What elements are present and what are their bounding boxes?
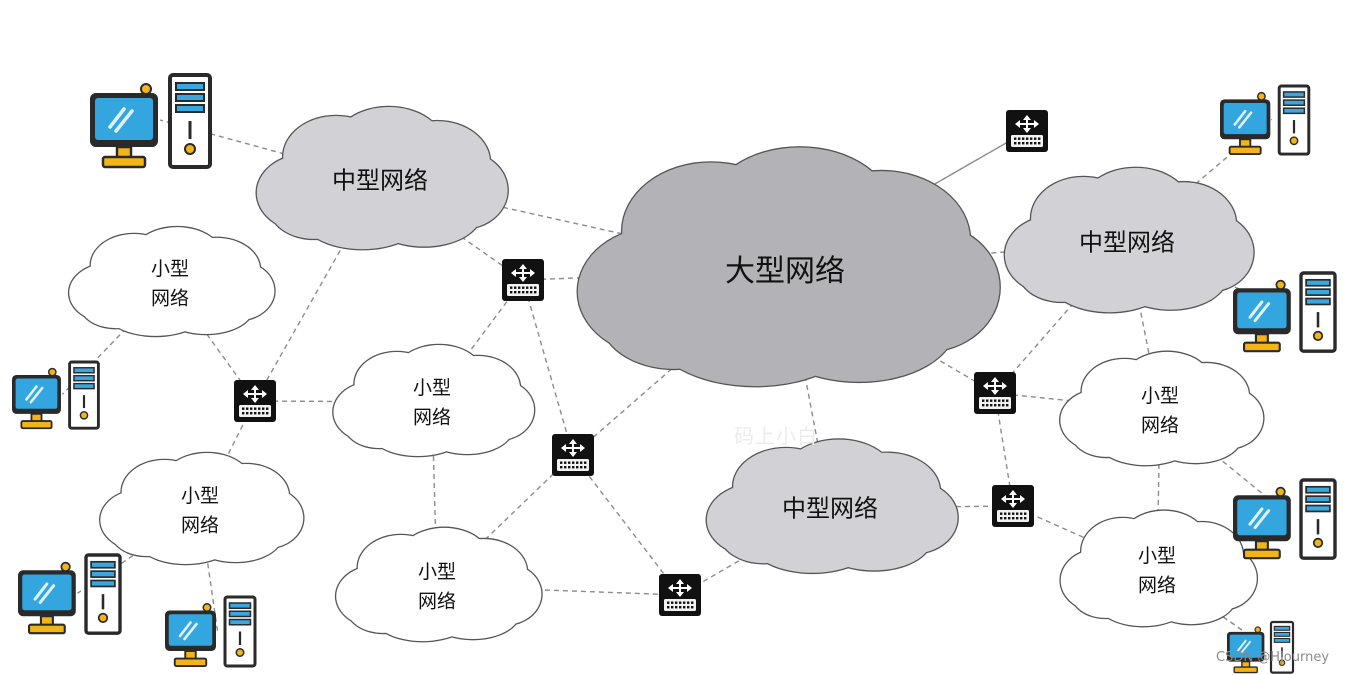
computer-icon (12, 360, 100, 430)
computer-icon (90, 73, 212, 169)
watermark-text: 码上小白 (734, 424, 818, 448)
cloud-s6-label-1: 小型 (1138, 545, 1176, 567)
routers-layer (234, 110, 1048, 616)
router-icon (552, 434, 594, 476)
cloud-s3-label-2: 网络 (181, 515, 219, 537)
link-m2-r4 (994, 241, 1128, 394)
cloud-s5-label-1: 小型 (1141, 385, 1179, 407)
cloud-big-label-1: 大型网络 (725, 254, 845, 289)
computer-icon (18, 553, 122, 635)
computer-icon (1220, 84, 1311, 156)
credit-text: CSDN @HJourney (1216, 650, 1330, 665)
cloud-s4-label-1: 小型 (418, 561, 456, 583)
router-icon (992, 485, 1034, 527)
cloud-m1: 中型网络 (255, 105, 509, 251)
cloud-s4-label-2: 网络 (418, 591, 456, 613)
computers-layer (12, 73, 1337, 674)
router-icon (1006, 110, 1048, 152)
cloud-s3-label-1: 小型 (181, 485, 219, 507)
cloud-s2-label-2: 网络 (413, 407, 451, 429)
cloud-s2-label-1: 小型 (413, 377, 451, 399)
link-m1-r1 (254, 179, 381, 402)
computer-icon (1233, 271, 1337, 353)
computer-icon (165, 595, 257, 668)
cloud-m2-label-1: 中型网络 (1079, 229, 1175, 257)
computer-icon (1233, 478, 1337, 560)
link-r2-r3 (522, 279, 574, 456)
router-icon (974, 372, 1016, 414)
cloud-m1-label-1: 中型网络 (332, 167, 428, 195)
cloud-m3: 中型网络 (705, 438, 959, 575)
link-r3-r6 (572, 454, 681, 596)
cloud-s6-label-2: 网络 (1138, 575, 1176, 597)
router-icon (502, 259, 544, 301)
router-icon (234, 380, 276, 422)
cloud-big: 大型网络 (576, 146, 1001, 388)
computer-icon (1227, 620, 1295, 674)
cloud-s1-label-2: 网络 (151, 288, 189, 310)
router-icon (659, 574, 701, 616)
cloud-m3-label-1: 中型网络 (782, 495, 878, 523)
cloud-m2: 中型网络 (1003, 166, 1255, 314)
cloud-s5-label-2: 网络 (1141, 415, 1179, 437)
cloud-s1-label-1: 小型 (151, 258, 189, 280)
